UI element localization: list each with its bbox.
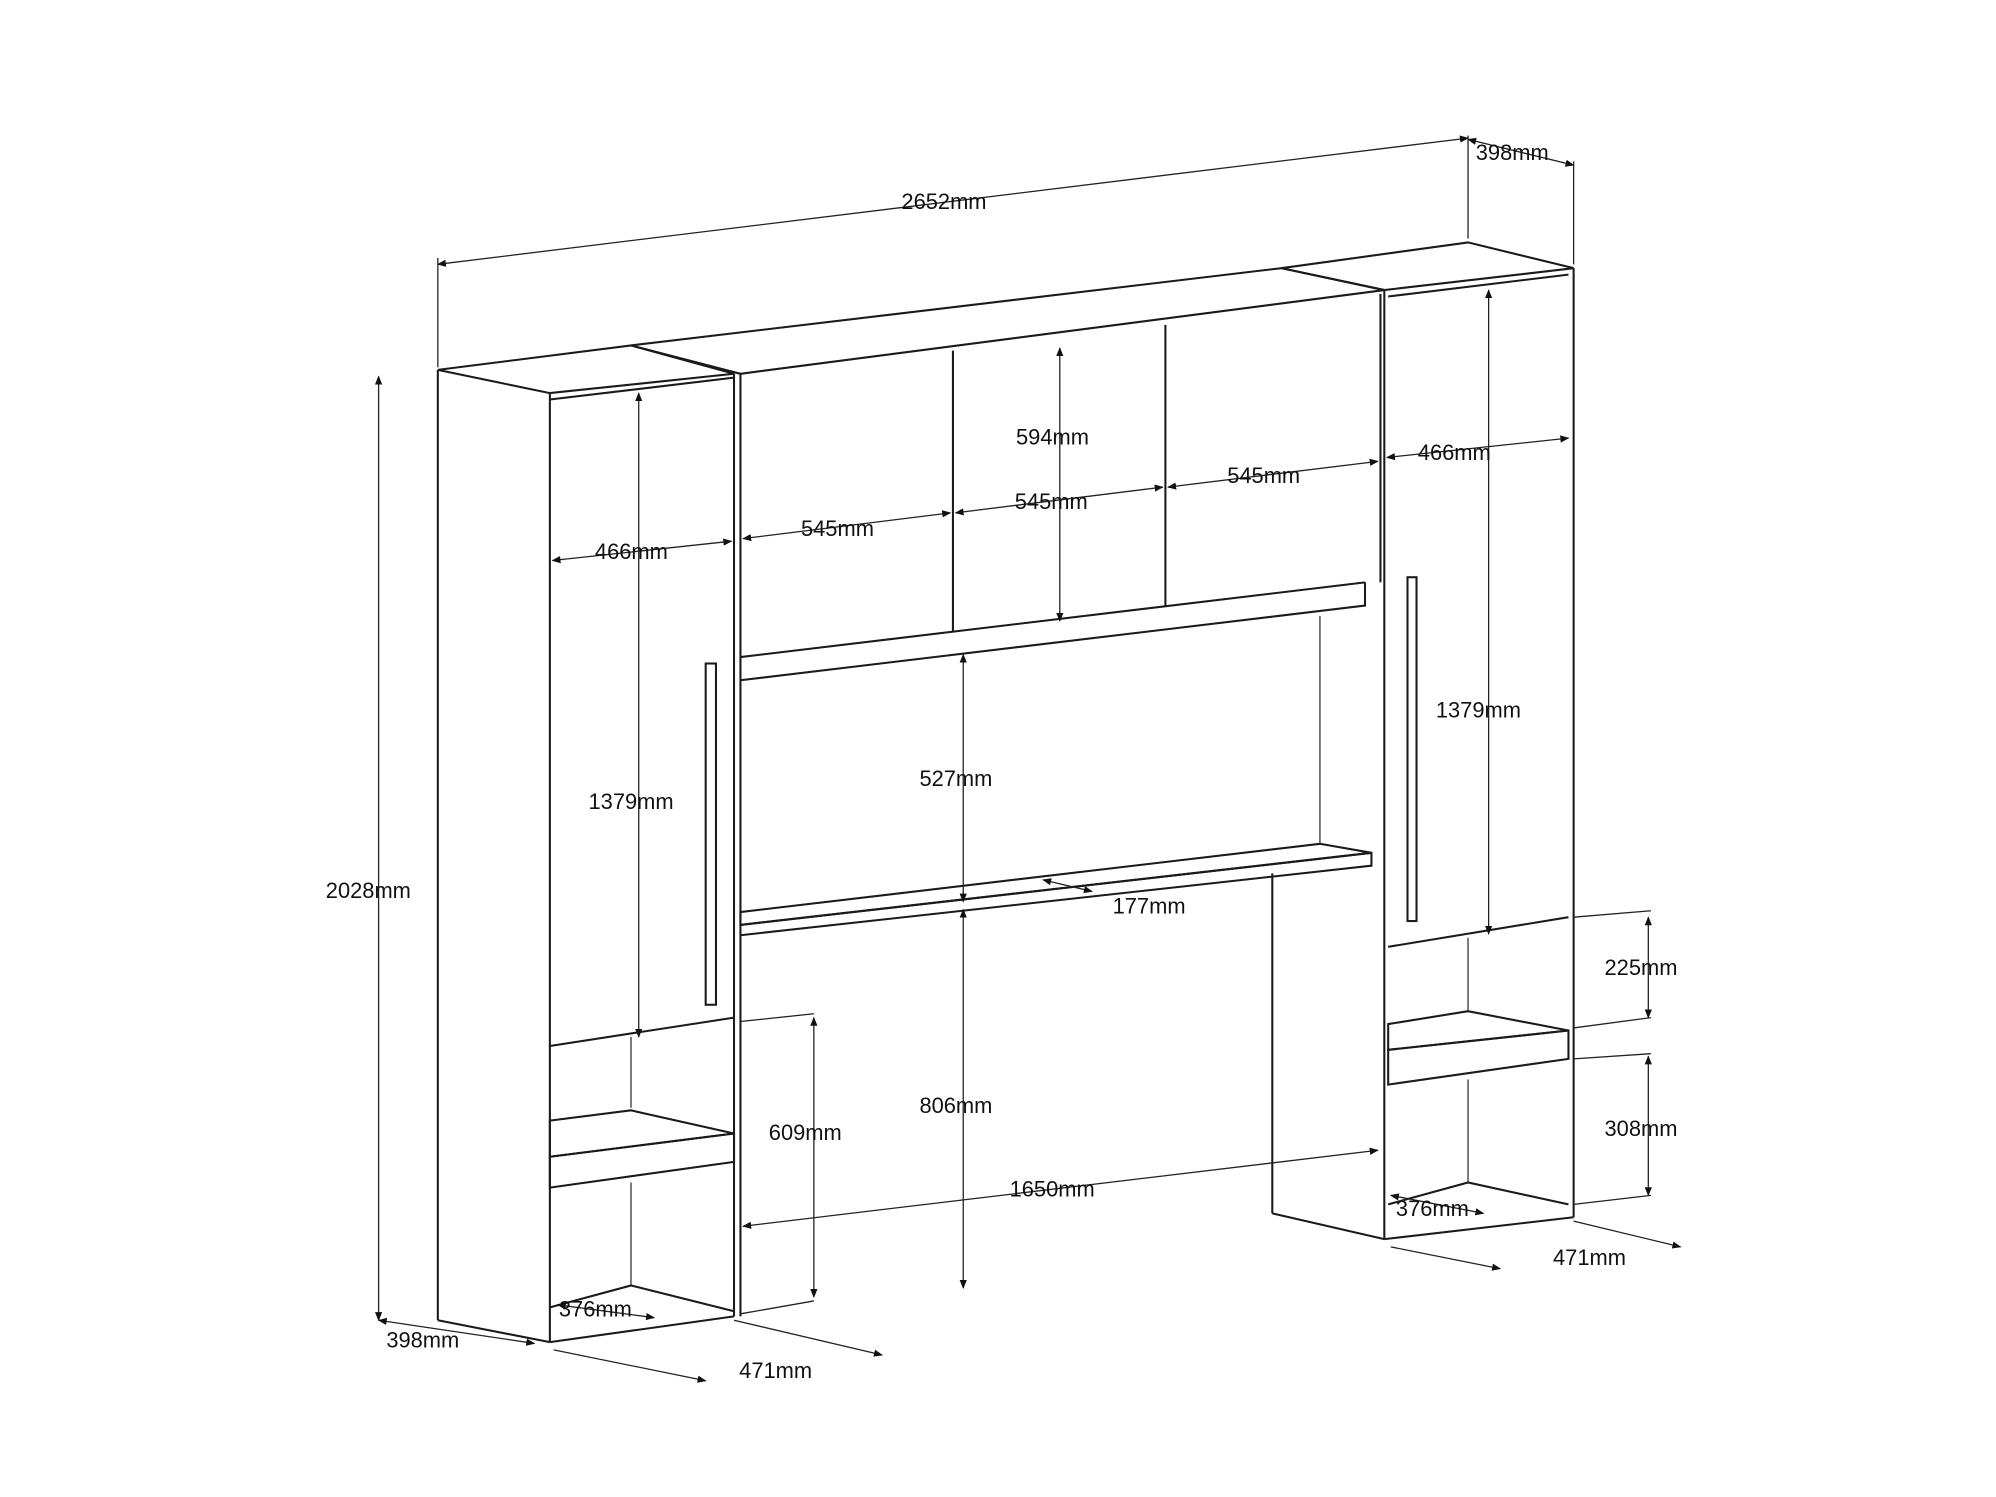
bridge-top bbox=[630, 267, 1385, 375]
right-drawer-front bbox=[1387, 1029, 1570, 1086]
label-right-door-width: 466mm bbox=[1418, 440, 1491, 465]
label-overall-width: 2652mm bbox=[901, 189, 986, 214]
label-right-door-height: 1379mm bbox=[1436, 698, 1521, 723]
label-left-lower-height: 609mm bbox=[769, 1120, 842, 1145]
label-upper-door-left: 545mm bbox=[801, 516, 874, 541]
left-door-handle bbox=[704, 662, 718, 1006]
right-door-bottom bbox=[1388, 916, 1569, 948]
dimension-lines bbox=[374, 135, 1682, 1383]
label-left-door-height: 1379mm bbox=[588, 789, 673, 814]
label-right-tower-depth: 471mm bbox=[1553, 1245, 1626, 1270]
left-door-bottom bbox=[549, 1016, 735, 1047]
label-right-lower-compartment: 308mm bbox=[1605, 1116, 1678, 1141]
label-top-depth: 398mm bbox=[1476, 140, 1549, 165]
left-door-top bbox=[549, 376, 735, 401]
label-right-upper-compartment: 225mm bbox=[1605, 955, 1678, 980]
left-drawer-front bbox=[548, 1132, 736, 1189]
label-desk-clearance: 806mm bbox=[919, 1093, 992, 1118]
label-desk-depth: 177mm bbox=[1113, 893, 1186, 918]
label-left-shelf-depth: 376mm bbox=[559, 1296, 632, 1321]
label-upper-door-mid: 545mm bbox=[1015, 489, 1088, 514]
label-overall-height: 2028mm bbox=[326, 878, 411, 903]
dimension-labels: 2652mm 398mm 2028mm 398mm 466mm 1379mm 5… bbox=[326, 140, 1678, 1383]
right-shelf bbox=[1387, 1010, 1569, 1051]
left-shelf bbox=[548, 1109, 735, 1158]
label-left-tower-depth: 471mm bbox=[739, 1358, 812, 1383]
label-left-door-width: 466mm bbox=[595, 539, 668, 564]
label-right-shelf-depth: 376mm bbox=[1396, 1196, 1469, 1221]
right-tower-top bbox=[1281, 241, 1574, 292]
label-upper-door-height: 594mm bbox=[1016, 425, 1089, 450]
label-bridge-width: 1650mm bbox=[1010, 1177, 1095, 1202]
right-door-handle bbox=[1406, 576, 1418, 923]
label-bottom-depth: 398mm bbox=[386, 1327, 459, 1352]
desk-top bbox=[739, 842, 1372, 927]
label-niche-height: 527mm bbox=[919, 766, 992, 791]
left-tower-top bbox=[437, 344, 735, 395]
bridge-unit bbox=[630, 267, 1385, 1317]
label-upper-door-right: 545mm bbox=[1227, 463, 1300, 488]
left-tower bbox=[436, 344, 736, 1344]
right-tower bbox=[1281, 241, 1575, 1241]
